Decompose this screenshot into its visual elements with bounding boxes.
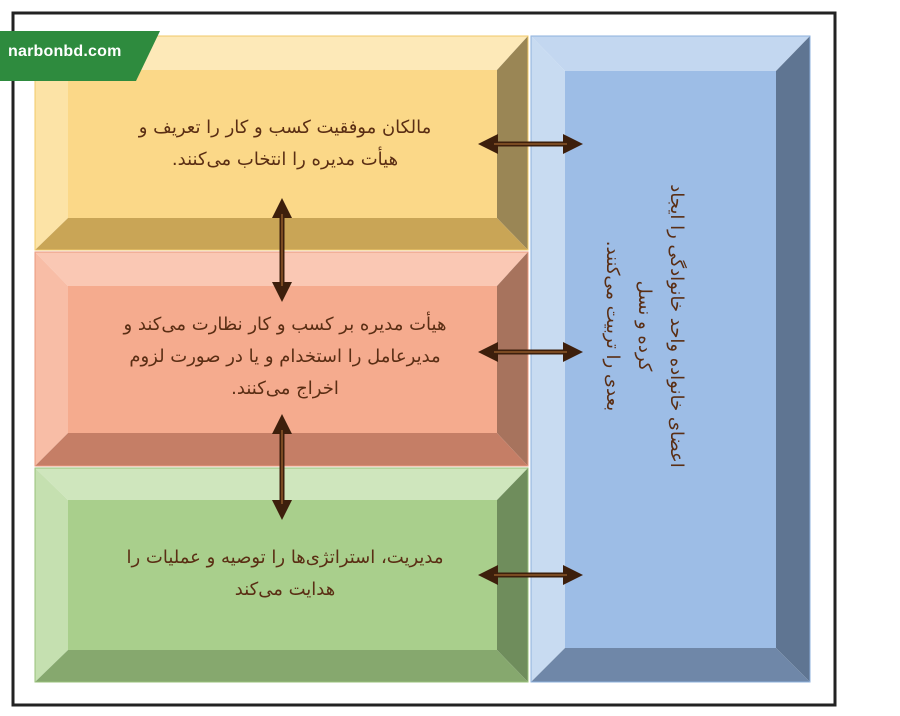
watermark-text: narbonbd.com: [8, 43, 122, 60]
owners-box: [34, 35, 529, 251]
watermark-ribbon: [0, 31, 160, 81]
board-text: هیأت مدیره بر کسب و کار نظارت می‌کند و م…: [123, 314, 447, 399]
family-box: [530, 35, 811, 683]
owners-text: مالکان موفقیت کسب و کار را تعریف و هیأت …: [138, 117, 432, 170]
management-text: مدیریت، استراتژی‌ها را توصیه و عملیات را…: [126, 547, 444, 600]
board-box: [34, 251, 529, 467]
family-text: اعضای خانواده واحد خانوادگی را ایجاد کرد…: [602, 184, 687, 468]
